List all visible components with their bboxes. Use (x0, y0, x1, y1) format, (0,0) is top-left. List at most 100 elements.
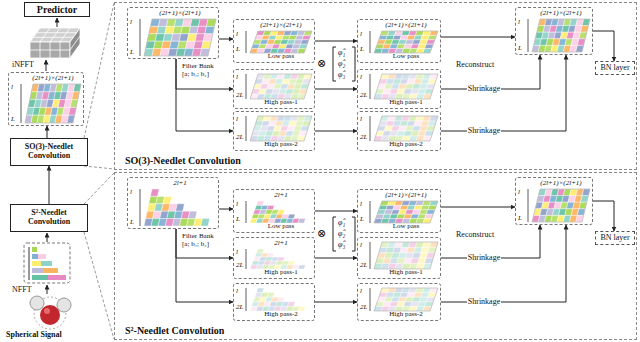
axis-label: l (236, 115, 238, 123)
flow-arrow (315, 258, 357, 259)
edge-label: Shrinkage (467, 84, 501, 94)
flow-arrow (176, 229, 233, 302)
axis-label: 2L (360, 261, 367, 269)
matrix-box: (2l+1)×(2l+1)lLLow pass (357, 189, 441, 233)
grid-icon (30, 28, 80, 58)
axis-line (370, 288, 371, 311)
matrix-outline (250, 116, 312, 141)
size-label: (2l+1)×(2l+1) (532, 179, 590, 188)
matrix-cell (298, 306, 306, 311)
matrix-outline (532, 19, 590, 52)
matrix-outline (374, 201, 438, 223)
layer-box: BN layer (595, 231, 635, 245)
axis-label: 2L (236, 91, 243, 99)
filter-label: High pass-1 (374, 268, 438, 277)
predictor-box: Predictor (24, 2, 90, 17)
edge-label: Shrinkage (467, 126, 501, 136)
matrix-box: (2l+1)×(2l+1)lL (127, 7, 219, 59)
coefficient: φ̂₂ (338, 229, 345, 239)
flow-arrow (593, 31, 614, 61)
axis-line (21, 84, 22, 123)
axis-line (246, 31, 247, 53)
matrix-cell (267, 293, 275, 298)
box-label: BN layer (600, 64, 629, 73)
filter-label: High pass-2 (374, 310, 438, 319)
vector-box: 2l+1l2LHigh pass-1 (233, 237, 315, 279)
matrix-box: l2LHigh pass-1 (357, 237, 441, 279)
size-label: (2l+1)×(2l+1) (250, 21, 312, 30)
axis-label: L (360, 45, 364, 53)
box-label: S²-Needlet Convolution (11, 209, 87, 227)
matrix-cell (256, 249, 264, 253)
coefficient: φ̂₃ (338, 70, 345, 80)
panel-title: S²-Needlet Convolution (125, 325, 224, 336)
flow-arrow (176, 229, 233, 258)
flow-arrow (315, 131, 357, 132)
box-label: Predictor (37, 4, 77, 15)
matrix-outline (25, 84, 81, 123)
matrix-outline (374, 74, 438, 99)
matrix-box: (2l+1)×(2l+1)lL (8, 72, 84, 126)
flow-arrow (441, 37, 515, 38)
matrix-cell (267, 253, 275, 257)
axis-line (528, 19, 529, 52)
axis-line (370, 31, 371, 53)
matrix-cell (288, 302, 296, 307)
axis-label: L (236, 45, 240, 53)
operator-symbol: ⊗ (317, 57, 326, 69)
flow-arrow (315, 89, 357, 90)
filter-label: High pass-2 (374, 140, 438, 149)
axis-label: l (360, 200, 362, 208)
layer-box: BN layer (595, 61, 635, 75)
matrix-outline (374, 288, 438, 311)
size-label: (2l+1)×(2l+1) (374, 191, 438, 200)
axis-label: 2L (236, 303, 243, 311)
size-label: (2l+1)×(2l+1) (144, 9, 216, 18)
filter-label: Low pass (374, 222, 438, 231)
filter-label: Filter Bank [a; b₁; b₂] (182, 232, 222, 248)
filter-label: High pass-1 (250, 268, 312, 277)
axis-line (246, 74, 247, 99)
vector-bracket (333, 47, 355, 251)
flow-arrow (315, 302, 357, 303)
matrix-box: l2LHigh pass-2 (233, 111, 315, 151)
flow-arrow (441, 225, 566, 302)
edge-label: Shrinkage (467, 253, 501, 263)
size-label: 2l+1 (144, 179, 216, 188)
matrix-box: (2l+1)×(2l+1) lL Low pass (357, 19, 441, 63)
axis-line (140, 189, 141, 226)
flow-arrow (176, 59, 233, 131)
axis-label: l (360, 30, 362, 38)
axis-label: l (360, 287, 362, 295)
matrix-cell (277, 210, 285, 214)
input-label: Spherical Signal (6, 330, 62, 340)
flow-arrow (441, 207, 515, 208)
matrix-box: (2l+1)×(2l+1) lL Low pass (233, 19, 315, 63)
axis-label: 2L (360, 91, 367, 99)
axis-label: l (236, 248, 238, 256)
filter-label: High pass-1 (250, 98, 312, 107)
axis-label: 2L (236, 261, 243, 269)
matrix-box: l 2L High pass-2 (357, 283, 441, 321)
flow-arrow (315, 211, 357, 212)
module-box: S²-Needlet Convolution (10, 204, 88, 232)
matrix-cell (256, 201, 264, 205)
size-label: 2l+1 (250, 191, 312, 200)
axis-label: 2L (360, 303, 367, 311)
matrix-cell (256, 288, 264, 293)
axis-label: l (236, 30, 238, 38)
axis-line (370, 242, 371, 269)
size-label: (2l+1)×(2l+1) (374, 21, 438, 30)
axis-label: L (518, 44, 522, 52)
axis-label: L (518, 214, 522, 222)
filter-label: Low pass (374, 52, 438, 61)
axis-label: l (130, 188, 132, 196)
axis-label: L (236, 215, 240, 223)
sphere-icon (30, 296, 71, 329)
vector-box: 2l+1lL (127, 177, 219, 229)
vector-box: 2l+1lLLow pass (233, 189, 315, 233)
axis-label: L (130, 48, 134, 56)
filter-label: Low pass (250, 52, 312, 61)
matrix-cell (277, 297, 285, 302)
